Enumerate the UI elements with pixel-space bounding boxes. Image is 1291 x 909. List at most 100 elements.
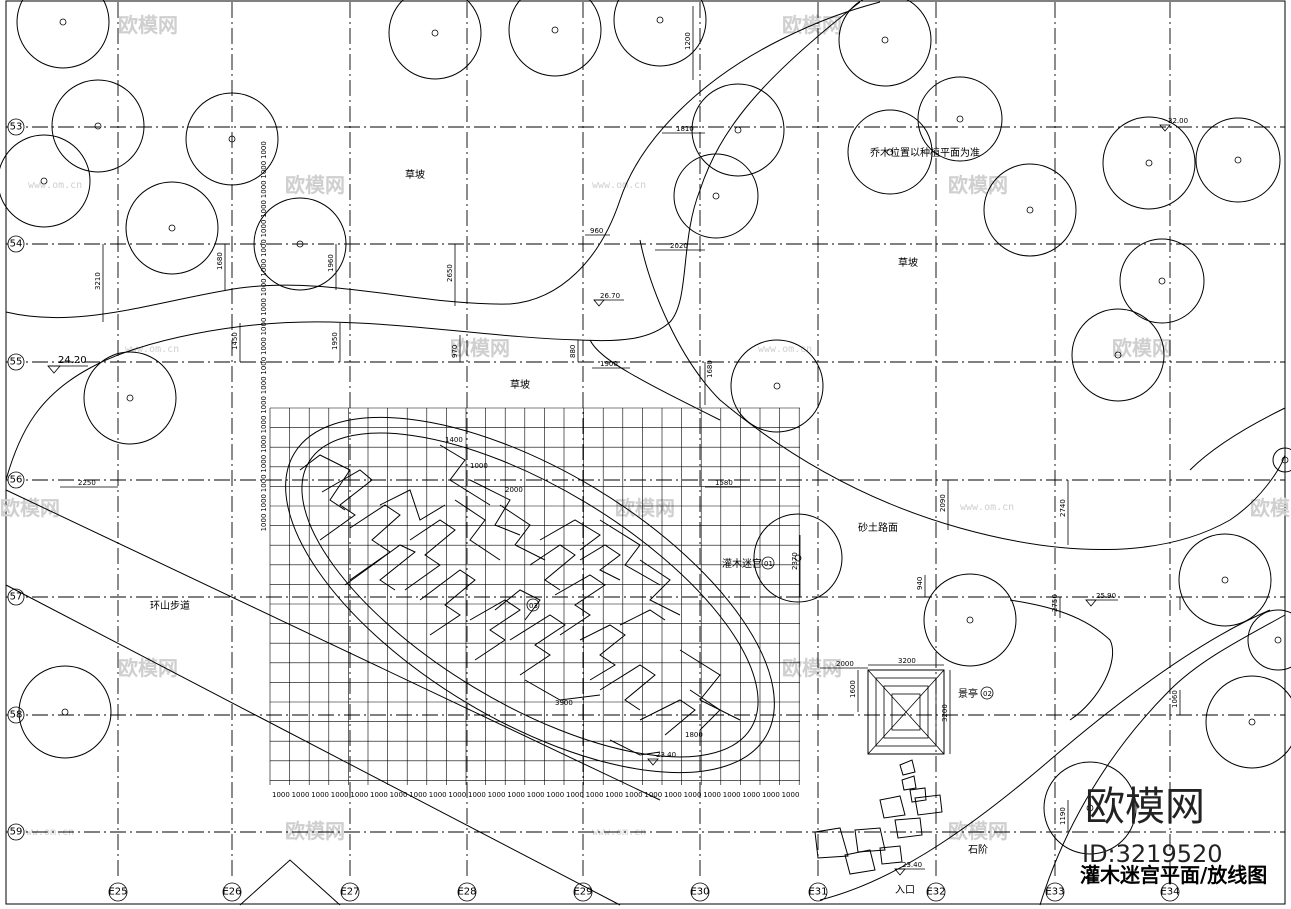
svg-text:1000: 1000 (260, 455, 268, 473)
svg-text:1000: 1000 (260, 337, 268, 355)
svg-text:58: 58 (10, 710, 23, 721)
svg-text:E26: E26 (222, 887, 241, 898)
svg-text:1960: 1960 (327, 254, 335, 272)
title-block: 欧模网 ID:3219520 灌木迷宫平面/放线图 (1080, 784, 1267, 887)
svg-text:1000: 1000 (409, 791, 427, 799)
col-axis-E30: E30 (690, 882, 710, 902)
svg-text:32.00: 32.00 (1168, 117, 1188, 125)
svg-text:E30: E30 (690, 887, 709, 898)
svg-text:欧模网: 欧模网 (285, 173, 345, 197)
svg-text:1000: 1000 (429, 791, 447, 799)
svg-text:53: 53 (10, 122, 23, 133)
svg-text:1800: 1800 (685, 731, 703, 739)
svg-text:1000: 1000 (507, 791, 525, 799)
svg-text:1900: 1900 (600, 360, 618, 368)
svg-text:欧模网: 欧模网 (285, 819, 345, 843)
col-axis-E31: E31 (808, 882, 828, 902)
svg-text:1000: 1000 (260, 298, 268, 316)
svg-text:2090: 2090 (939, 494, 947, 512)
row-axis-58: 58 (7, 706, 25, 724)
svg-text:1190: 1190 (1059, 807, 1067, 825)
svg-text:1000: 1000 (260, 180, 268, 198)
svg-text:欧模网: 欧模网 (615, 496, 675, 520)
svg-text:3200: 3200 (898, 657, 916, 665)
label-pavilion: 景亭 (958, 687, 978, 700)
svg-text:1000: 1000 (260, 259, 268, 277)
maze-boundary (285, 416, 775, 774)
svg-text:1000: 1000 (546, 791, 564, 799)
svg-text:02: 02 (983, 690, 992, 698)
svg-text:1000: 1000 (260, 357, 268, 375)
row-axis-56: 56 (7, 471, 25, 489)
svg-text:1950: 1950 (331, 332, 339, 350)
svg-text:1000: 1000 (684, 791, 702, 799)
svg-text:www.om.cn: www.om.cn (758, 344, 812, 355)
label-entrance: 入口 (895, 885, 915, 896)
svg-text:1000: 1000 (292, 791, 310, 799)
row-axis-55: 55 (7, 353, 25, 371)
svg-text:23.40: 23.40 (902, 861, 922, 869)
svg-text:www.om.cn: www.om.cn (20, 827, 74, 838)
svg-text:1000: 1000 (331, 791, 349, 799)
svg-text:1000: 1000 (260, 141, 268, 159)
svg-text:1000: 1000 (260, 396, 268, 414)
svg-text:E29: E29 (573, 887, 592, 898)
svg-text:www.om.cn: www.om.cn (592, 180, 646, 191)
svg-text:59: 59 (10, 827, 23, 838)
svg-text:1000: 1000 (260, 376, 268, 394)
svg-text:欧模网: 欧模网 (118, 656, 178, 680)
svg-text:1000: 1000 (470, 462, 488, 470)
svg-text:940: 940 (916, 577, 924, 590)
svg-text:1000: 1000 (260, 239, 268, 257)
svg-text:1680: 1680 (216, 252, 224, 270)
svg-text:2650: 2650 (446, 264, 454, 282)
label-sandy-path: 砂土路面 (858, 521, 898, 534)
svg-text:1000: 1000 (625, 791, 643, 799)
col-axis-E28: E28 (457, 882, 477, 902)
row-axis-53: 53 (7, 118, 25, 136)
svg-text:2000: 2000 (836, 660, 854, 668)
svg-text:2250: 2250 (78, 479, 96, 487)
svg-text:1000: 1000 (370, 791, 388, 799)
svg-text:1000: 1000 (762, 791, 780, 799)
svg-text:1200: 1200 (684, 32, 692, 50)
svg-text:1000: 1000 (488, 791, 506, 799)
svg-text:1680: 1680 (706, 360, 714, 378)
svg-text:2000: 2000 (505, 486, 523, 494)
svg-text:3900: 3900 (555, 699, 573, 707)
maze-hedges (299, 444, 741, 756)
svg-text:03: 03 (529, 602, 538, 610)
svg-text:E25: E25 (108, 887, 127, 898)
svg-text:1000: 1000 (260, 514, 268, 532)
svg-text:1000: 1000 (605, 791, 623, 799)
label-steps: 石阶 (968, 843, 988, 856)
svg-text:55: 55 (10, 357, 23, 368)
svg-text:欧模网: 欧模网 (0, 496, 60, 520)
svg-text:1000: 1000 (448, 791, 466, 799)
svg-text:1000: 1000 (260, 200, 268, 218)
svg-text:欧模网: 欧模网 (1250, 496, 1291, 520)
row-axis-54: 54 (7, 235, 25, 253)
svg-text:1000: 1000 (350, 791, 368, 799)
svg-text:57: 57 (10, 592, 23, 603)
col-axis-E34: E34 (1160, 882, 1180, 902)
svg-text:1000: 1000 (644, 791, 662, 799)
svg-text:欧模网: 欧模网 (118, 13, 178, 37)
svg-text:1000: 1000 (723, 791, 741, 799)
svg-text:960: 960 (590, 227, 603, 235)
svg-text:54: 54 (10, 239, 23, 250)
svg-text:www.om.cn: www.om.cn (592, 827, 646, 838)
svg-text:01: 01 (764, 560, 773, 568)
col-axis-E26: E26 (222, 882, 242, 902)
col-axis-E25: E25 (108, 882, 128, 902)
drawing-title: 灌木迷宫平面/放线图 (1080, 863, 1267, 887)
svg-text:1000: 1000 (586, 791, 604, 799)
svg-text:1000: 1000 (272, 791, 290, 799)
svg-text:1000: 1000 (260, 494, 268, 512)
svg-text:欧模网: 欧模网 (948, 819, 1008, 843)
svg-text:1000: 1000 (664, 791, 682, 799)
axis-grid (6, 2, 1285, 880)
svg-text:56: 56 (10, 475, 23, 486)
label-maze: 灌木迷宫 (722, 557, 762, 570)
col-axis-E33: E33 (1045, 882, 1065, 902)
